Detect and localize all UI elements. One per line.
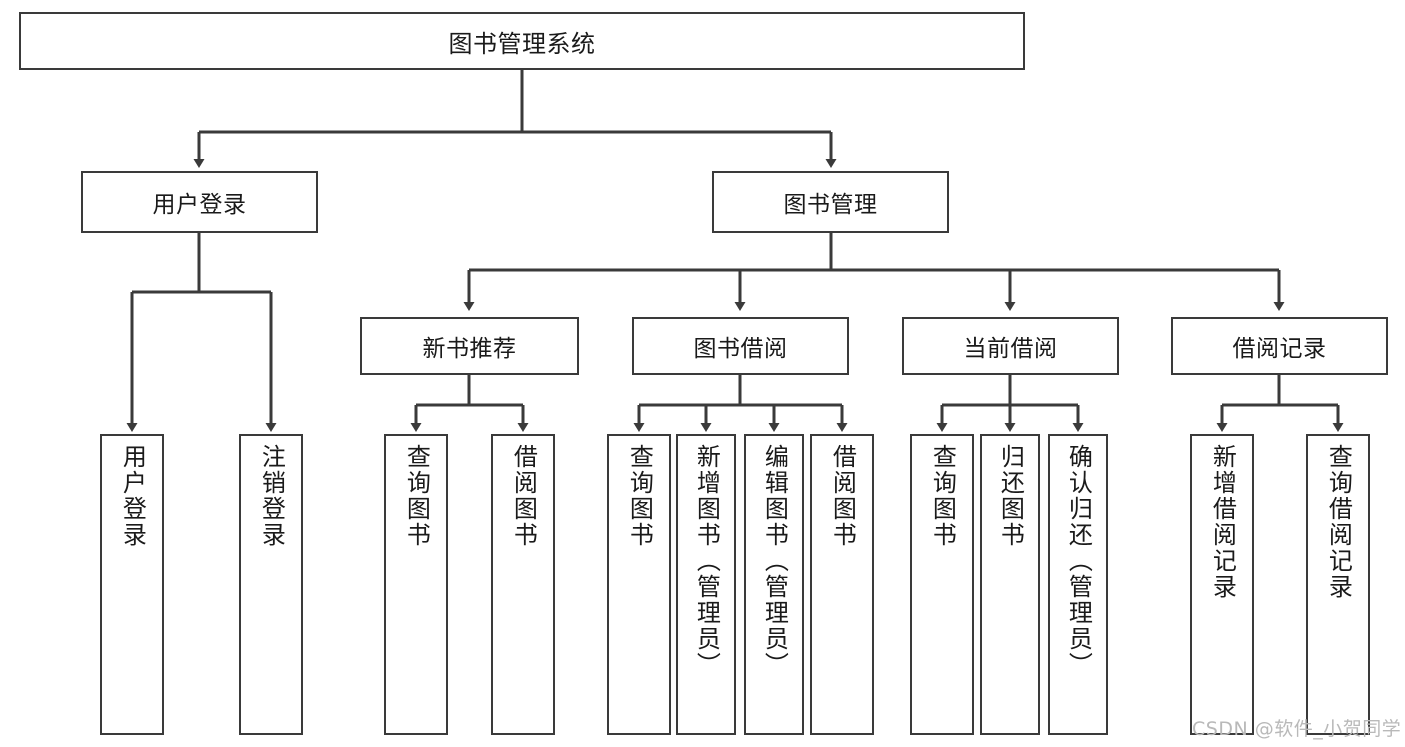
node-new-book-recommend[interactable]: 新书推荐 (360, 317, 579, 375)
node-book-borrow[interactable]: 图书借阅 (632, 317, 849, 375)
node-label: 图书管理系统 (448, 29, 596, 58)
node-current-borrow[interactable]: 当前借阅 (902, 317, 1119, 375)
node-label: 借阅记录 (1232, 336, 1327, 362)
leaf-current-query-book[interactable]: 查询图书 (910, 434, 974, 735)
node-label: 新增借阅记录 (1208, 444, 1237, 600)
leaf-recommend-borrow-book[interactable]: 借阅图书 (491, 434, 555, 735)
leaf-record-add-record[interactable]: 新增借阅记录 (1190, 434, 1254, 735)
node-label: 确认归还（管理员） (1064, 444, 1093, 678)
node-label: 归还图书 (996, 444, 1025, 548)
node-label: 当前借阅 (963, 336, 1058, 362)
node-label: 图书借阅 (693, 336, 788, 362)
node-label: 用户登录 (152, 192, 247, 218)
node-label: 查询图书 (625, 444, 654, 548)
leaf-borrow-borrow-book[interactable]: 借阅图书 (810, 434, 874, 735)
node-label: 借阅图书 (828, 444, 857, 548)
leaf-recommend-query-book[interactable]: 查询图书 (384, 434, 448, 735)
leaf-record-query-record[interactable]: 查询借阅记录 (1306, 434, 1370, 735)
node-label: 注销登录 (257, 444, 286, 548)
leaf-borrow-query-book[interactable]: 查询图书 (607, 434, 671, 735)
node-label: 查询图书 (402, 444, 431, 548)
leaf-current-confirm-return-admin[interactable]: 确认归还（管理员） (1048, 434, 1108, 735)
node-label: 查询借阅记录 (1324, 444, 1353, 600)
leaf-current-return-book[interactable]: 归还图书 (980, 434, 1040, 735)
leaf-user-login[interactable]: 用户登录 (100, 434, 164, 735)
node-label: 编辑图书（管理员） (760, 444, 789, 678)
csdn-watermark: CSDN @软件_小贺同学 (1192, 718, 1402, 740)
node-label: 新书推荐 (422, 336, 517, 362)
node-root-system[interactable]: 图书管理系统 (19, 12, 1025, 70)
node-label: 用户登录 (118, 444, 147, 548)
node-label: 新增图书（管理员） (692, 444, 721, 678)
node-user-login[interactable]: 用户登录 (81, 171, 318, 233)
node-borrow-record[interactable]: 借阅记录 (1171, 317, 1388, 375)
leaf-user-logout[interactable]: 注销登录 (239, 434, 303, 735)
node-label: 借阅图书 (509, 444, 538, 548)
node-book-management[interactable]: 图书管理 (712, 171, 949, 233)
node-label: 查询图书 (928, 444, 957, 548)
leaf-borrow-edit-book-admin[interactable]: 编辑图书（管理员） (744, 434, 804, 735)
node-label: 图书管理 (783, 192, 878, 218)
leaf-borrow-add-book-admin[interactable]: 新增图书（管理员） (676, 434, 736, 735)
